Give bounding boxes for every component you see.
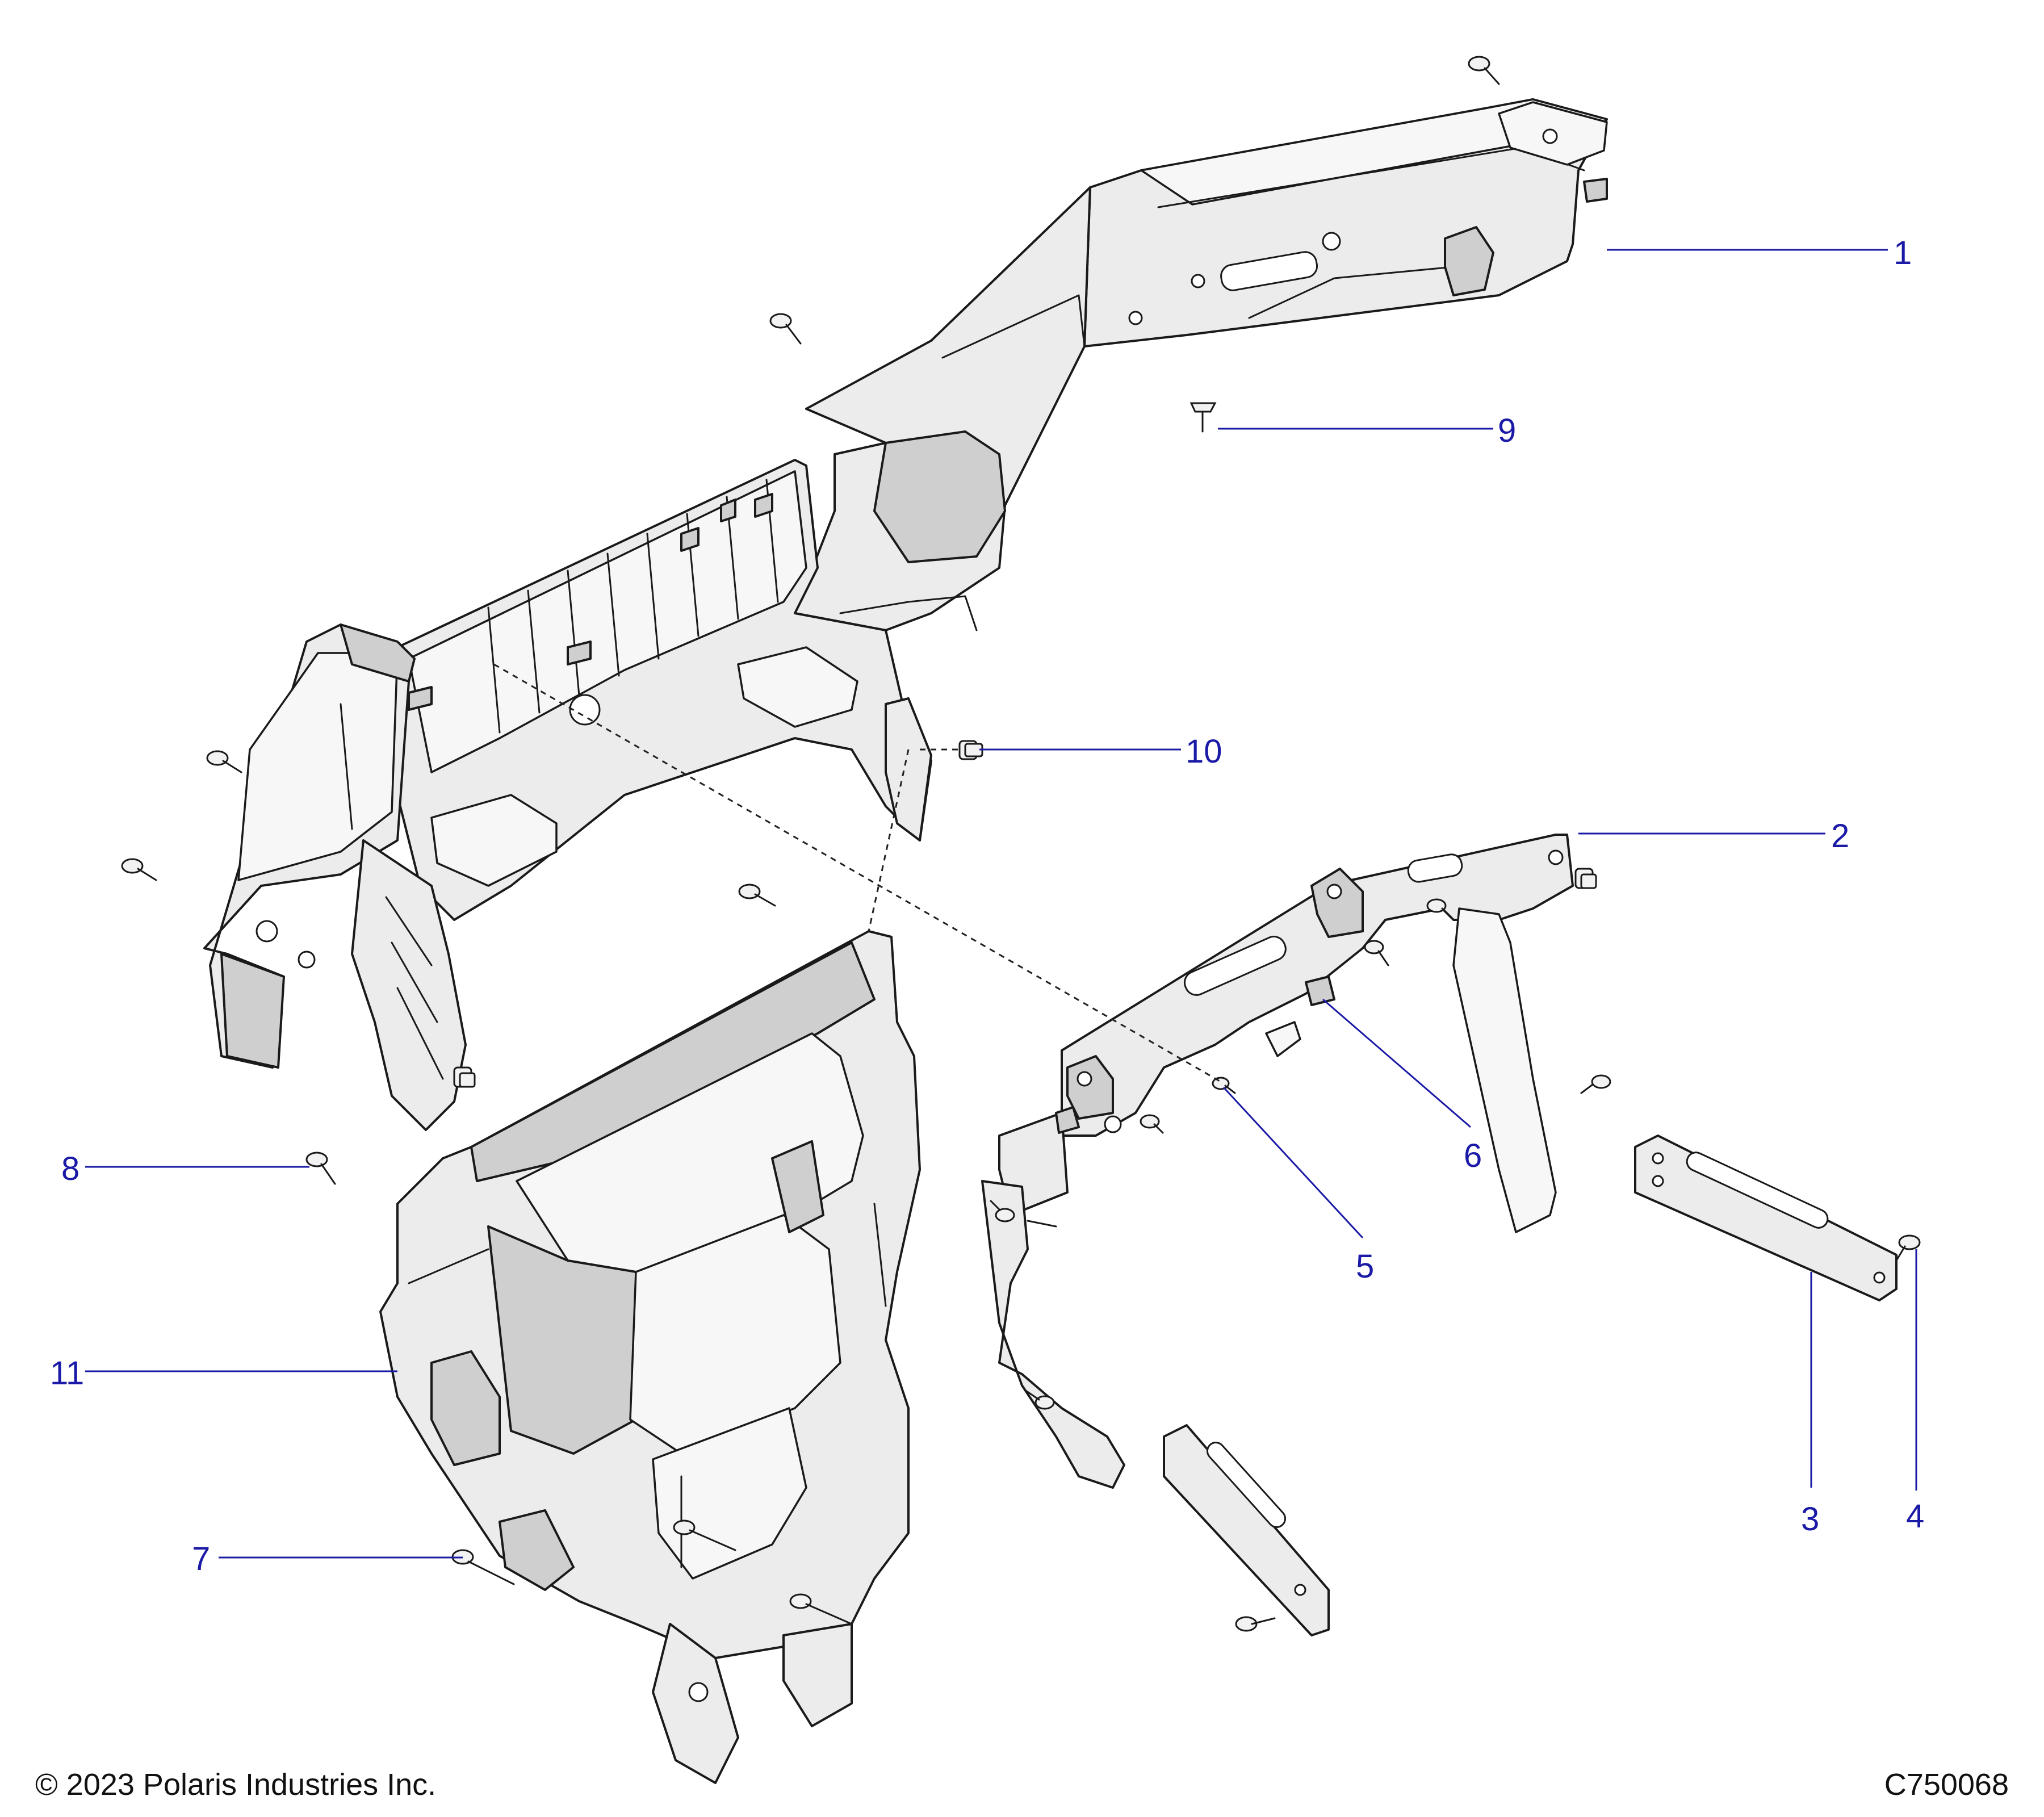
callout-6: 6 [1464, 1137, 1482, 1174]
callout-9: 9 [1498, 412, 1516, 449]
callout-2: 2 [1831, 818, 1849, 855]
well-nut-left [453, 1066, 476, 1088]
copyright-text: © 2023 Polaris Industries Inc. [35, 1768, 437, 1802]
screw-left-2 [121, 858, 157, 881]
screw-upper-mid [769, 313, 802, 345]
screw-bracket-2 [1364, 940, 1389, 966]
callout-8: 8 [61, 1150, 79, 1187]
callout-1: 1 [1894, 235, 1912, 271]
assembly-dashed-lines [493, 663, 1221, 1083]
screw-shroud-2 [789, 1593, 853, 1625]
screw-bracket-3 [1580, 1074, 1611, 1094]
leader-lines [85, 249, 1917, 1559]
callout-4: 4 [1906, 1498, 1924, 1535]
screw-bracket-4 [1140, 1114, 1164, 1134]
callout-5: 5 [1356, 1248, 1374, 1285]
part-6-clip-nut [1305, 976, 1335, 1006]
callout-3: 3 [1801, 1501, 1819, 1538]
lower-small-brace [1163, 1424, 1330, 1636]
screw-mid-left [738, 884, 776, 907]
fasteners [121, 56, 1921, 1632]
part-10-well-nut [958, 740, 983, 760]
figure-id: C750068 [1884, 1768, 2009, 1802]
screw-shroud-1 [673, 1519, 736, 1551]
callout-11: 11 [50, 1355, 84, 1392]
part-2-support-bracket [981, 834, 1574, 1489]
callout-10: 10 [1186, 733, 1222, 770]
part-5-screw [1212, 1077, 1236, 1094]
part-11-lower-shroud [379, 930, 921, 1784]
screw-left-1 [206, 750, 242, 773]
callout-7: 7 [192, 1540, 210, 1577]
part-9-push-rivet [1189, 402, 1217, 433]
screw-bracket-1 [1426, 898, 1455, 921]
part-4-bolt [1895, 1234, 1921, 1262]
screw-bracket-left [990, 1200, 1015, 1223]
callout-labels: 1 2 3 4 5 6 7 8 9 10 11 [50, 235, 1924, 1577]
well-nut-bracket-right [1574, 868, 1597, 889]
screw-bracket-lower [1025, 1390, 1055, 1410]
screw-lower-brace [1235, 1616, 1276, 1632]
part-3-right-brace [1634, 1134, 1898, 1301]
screw-top-right [1468, 56, 1500, 85]
part-1-main-body-panel [203, 98, 1608, 1131]
part-8-screw [305, 1152, 336, 1185]
